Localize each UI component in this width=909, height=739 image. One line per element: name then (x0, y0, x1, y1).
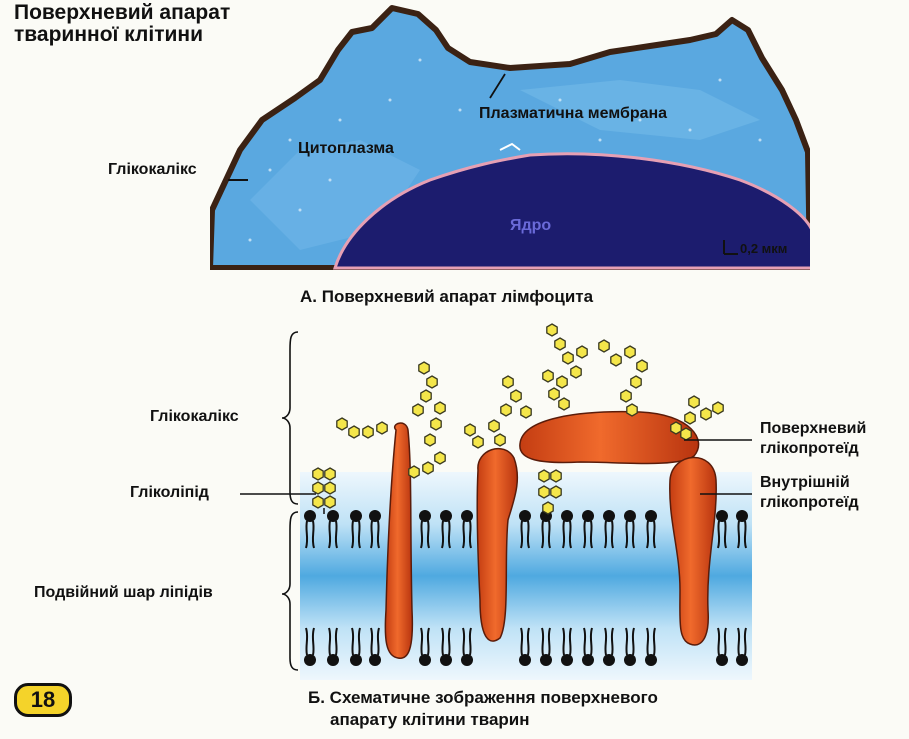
bilayer-brace (281, 511, 299, 671)
surface-glycoprotein (519, 410, 700, 465)
label-surface-glycoprotein-line2: глікопротеїд (760, 440, 859, 457)
caption-panel-a: А. Поверхневий апарат лімфоцита (300, 287, 594, 306)
panel-b-diagram (240, 323, 752, 680)
glycolipid-sugar-chain (312, 467, 336, 514)
page-number-badge: 18 (14, 683, 72, 717)
membrane-leader (489, 73, 506, 99)
label-glycocalyx-b: Глікокалікс (150, 408, 239, 425)
glycocalyx-brace (281, 331, 299, 505)
caption-panel-b-line2: апарату клітини тварин (330, 710, 530, 729)
caption-panel-b-line1: Б. Схематичне зображення поверхневого (308, 688, 658, 707)
label-glycocalyx-a: Глікокалікс (108, 161, 197, 178)
label-nucleus: Ядро (510, 217, 552, 234)
page-number: 18 (30, 687, 56, 712)
inner-glycoprotein (669, 456, 717, 646)
label-surface-glycoprotein-line1: Поверхневий (760, 420, 867, 437)
panel-a-micrograph (210, 5, 810, 270)
label-inner-glycoprotein-line2: глікопротеїд (760, 494, 859, 511)
label-inner-glycoprotein-line1: Внутрішній (760, 474, 850, 491)
label-plasma-membrane: Плазматична мембрана (479, 105, 668, 122)
transmembrane-protein-2 (476, 447, 519, 642)
label-scale: 0,2 мкм (740, 241, 788, 256)
figure-title: Поверхневий апарат тваринної клітини (14, 1, 231, 46)
label-glycolipid: Гліколіпід (130, 484, 209, 501)
label-cytoplasm: Цитоплазма (298, 140, 394, 157)
protein1-sugar-chain (336, 361, 446, 479)
transmembrane-protein-1 (384, 422, 414, 659)
nucleus-region (332, 152, 810, 270)
label-lipid-bilayer: Подвійний шар ліпідів (34, 584, 213, 601)
